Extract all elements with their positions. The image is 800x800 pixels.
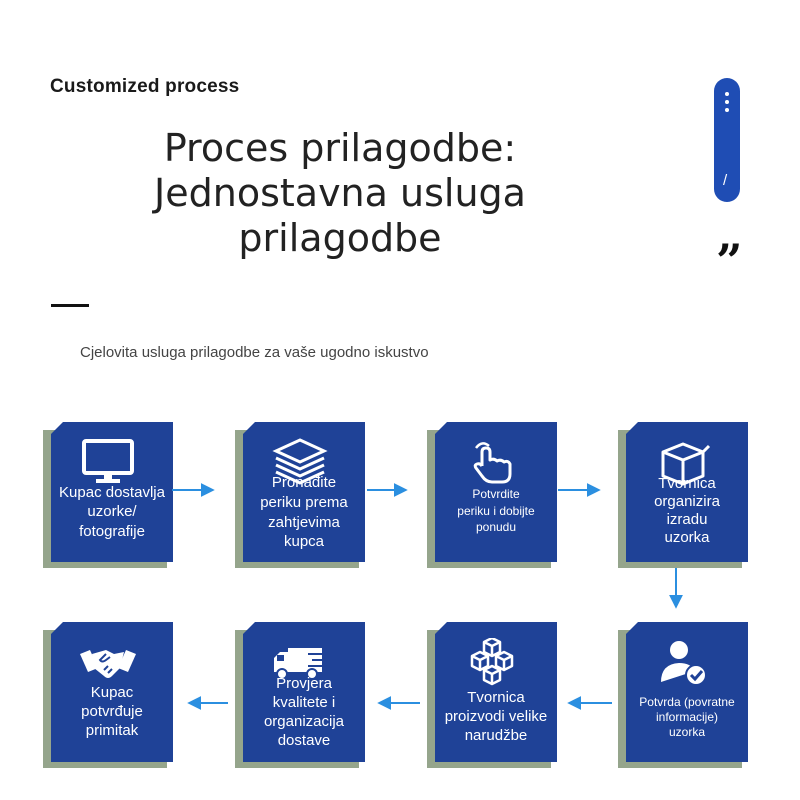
dot-icon bbox=[725, 92, 729, 96]
card-face bbox=[626, 622, 748, 762]
step-label-line: uzorke/ bbox=[87, 503, 137, 520]
box-icon bbox=[653, 438, 713, 486]
step-card-6: Tvornica proizvodi velike narudžbe bbox=[427, 622, 557, 768]
step-label-line: Tvornica bbox=[467, 689, 525, 706]
card-face bbox=[51, 622, 173, 762]
headline-line: Jednostavna usluga bbox=[154, 171, 526, 215]
slash-text: / bbox=[723, 172, 728, 189]
quote-mark-icon: ” bbox=[716, 234, 743, 288]
card-face bbox=[243, 622, 365, 762]
step-card-3: Potvrdite periku i dobijte ponudu bbox=[427, 422, 557, 568]
step-label-line: zahtjevima bbox=[268, 514, 340, 531]
headline: Proces prilagodbe: Jednostavna usluga pr… bbox=[110, 126, 570, 261]
subtitle: Cjelovita usluga prilagodbe za vaše ugod… bbox=[80, 344, 429, 361]
step-label-line: periku i dobijte bbox=[457, 504, 535, 518]
user-check-icon bbox=[653, 638, 713, 686]
boxes-icon bbox=[462, 636, 522, 686]
step-label-line: informacije) bbox=[655, 710, 718, 724]
step-label-line: uzorka bbox=[664, 529, 710, 546]
headline-line: Proces prilagodbe: bbox=[163, 126, 517, 170]
headline-line: prilagodbe bbox=[238, 216, 442, 260]
eyebrow-title: Customized process bbox=[50, 76, 240, 97]
card-face bbox=[243, 422, 365, 562]
step-label-line: kupca bbox=[283, 533, 325, 550]
layers-icon bbox=[270, 438, 330, 486]
step-label-line: organizacija bbox=[263, 713, 345, 730]
step-label-line: izradu bbox=[666, 511, 708, 528]
step-label-line: Kupac bbox=[90, 684, 134, 701]
card-face bbox=[51, 422, 173, 562]
step-label-line: Potvrda (povratne bbox=[639, 695, 735, 709]
step-label-line: primitak bbox=[85, 722, 139, 739]
step-card-1: Kupac dostavlja uzorke/fotografije bbox=[43, 422, 173, 568]
step-label-line: Potvrdite bbox=[472, 487, 520, 501]
step-card-2: Pronađite periku prema zahtjevima kupca bbox=[235, 422, 365, 568]
step-label-line: kvalitete i bbox=[272, 694, 336, 711]
divider-dash bbox=[51, 304, 95, 307]
step-label-line: Kupac dostavlja bbox=[59, 484, 165, 501]
card-face bbox=[435, 422, 557, 562]
step-label-line: ponudu bbox=[475, 520, 517, 534]
monitor-icon bbox=[78, 438, 138, 486]
step-label-line: periku prema bbox=[260, 494, 348, 511]
step-label-line: Pronađite bbox=[271, 474, 337, 491]
step-label-line: fotografije bbox=[79, 523, 145, 540]
step-label-line: proizvodi velike bbox=[444, 708, 548, 725]
handshake-icon bbox=[78, 638, 138, 686]
step-label-line: Provjera bbox=[276, 675, 332, 692]
step-card-8: Kupac potvrđuje primitak bbox=[43, 622, 173, 768]
dot-icon bbox=[725, 108, 729, 112]
step-label-line: uzorka bbox=[668, 725, 706, 739]
step-label-line: organizira bbox=[654, 493, 720, 510]
step-card-7: Provjera kvalitete i organizacija dostave bbox=[235, 622, 365, 768]
dot-icon bbox=[725, 100, 729, 104]
truck-icon bbox=[270, 638, 330, 686]
pointing-hand-icon bbox=[462, 438, 522, 486]
step-label-line: Tvornica bbox=[658, 475, 716, 492]
step-label-line: dostave bbox=[277, 732, 331, 749]
side-scroll-widget[interactable]: / bbox=[714, 78, 740, 202]
step-label-line: potvrđuje bbox=[81, 703, 143, 720]
step-label-line: narudžbe bbox=[464, 727, 528, 744]
